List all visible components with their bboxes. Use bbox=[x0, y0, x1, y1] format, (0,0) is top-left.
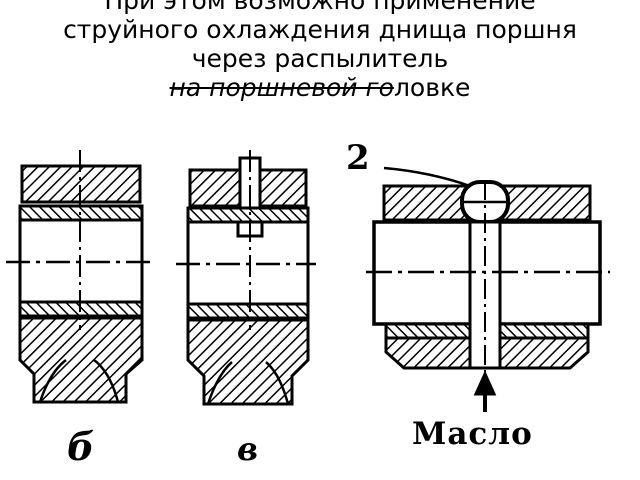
figure-v-pin-assembly bbox=[176, 150, 316, 406]
caption-line-1: При этом возможно применение bbox=[104, 0, 536, 15]
figure-main-pin-assembly bbox=[366, 166, 610, 412]
oil-label: Масло bbox=[412, 416, 533, 452]
figure-v-bottom-boss bbox=[186, 318, 310, 406]
figure-b-pin-assembly bbox=[6, 150, 150, 404]
caption-struck-text: на поршневой го bbox=[169, 73, 394, 102]
figure-v-bottom-bush bbox=[186, 302, 310, 320]
main-leader-line bbox=[383, 166, 471, 188]
caption-line-3: через распылитель bbox=[191, 44, 449, 73]
slide-caption: При этом возможно применение струйного о… bbox=[0, 0, 640, 102]
figure-v-top-bush bbox=[186, 206, 310, 224]
caption-rest-text: ловке bbox=[393, 73, 471, 102]
figure-b-label: б bbox=[67, 424, 95, 469]
figure-b-skirt-cut bbox=[38, 359, 120, 403]
caption-line-4: на поршневой головке bbox=[0, 73, 640, 102]
main-oil-arrow-head bbox=[473, 370, 497, 396]
caption-line-2: струйного охлаждения днища поршня bbox=[63, 15, 577, 44]
figure-v-skirt-cut bbox=[206, 361, 290, 405]
part-number-label: 2 bbox=[346, 138, 370, 178]
figure-v-label: в bbox=[237, 430, 259, 468]
figure-b-bottom-boss bbox=[18, 316, 144, 404]
